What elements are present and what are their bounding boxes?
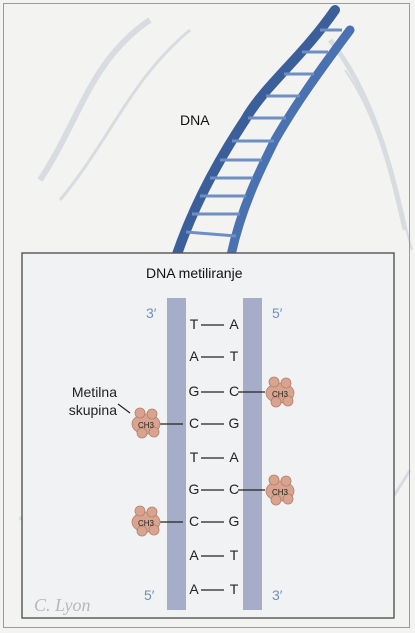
base-left-5: T	[186, 449, 202, 465]
base-left-2: A	[186, 348, 202, 364]
methyl-group-label: Metilna skupina	[47, 384, 117, 419]
methyl-group-label-line-1: Metilna	[47, 384, 117, 402]
base-left-7: C	[186, 513, 202, 529]
end-top-left: 3′	[146, 305, 156, 321]
methyl-group-label-line-2: skupina	[47, 402, 117, 420]
end-bottom-right: 3′	[272, 587, 282, 603]
base-left-8: A	[186, 547, 202, 563]
base-right-4: G	[226, 415, 242, 431]
base-right-7: G	[226, 513, 242, 529]
base-left-9: A	[186, 581, 202, 597]
end-bottom-left: 5′	[144, 587, 154, 603]
base-left-4: C	[186, 415, 202, 431]
methylation-title: DNA metiliranje	[146, 266, 242, 281]
base-right-1: A	[226, 316, 242, 332]
base-left-1: T	[186, 316, 202, 332]
base-right-6: C	[226, 481, 242, 497]
base-left-3: G	[186, 383, 202, 399]
base-right-5: A	[226, 449, 242, 465]
end-top-right: 5′	[272, 305, 282, 321]
dna-title: DNA	[180, 113, 210, 128]
base-right-9: T	[226, 581, 242, 597]
base-left-6: G	[186, 481, 202, 497]
base-right-8: T	[226, 547, 242, 563]
base-right-3: C	[226, 383, 242, 399]
figure-frame	[3, 3, 410, 628]
base-right-2: T	[226, 348, 242, 364]
